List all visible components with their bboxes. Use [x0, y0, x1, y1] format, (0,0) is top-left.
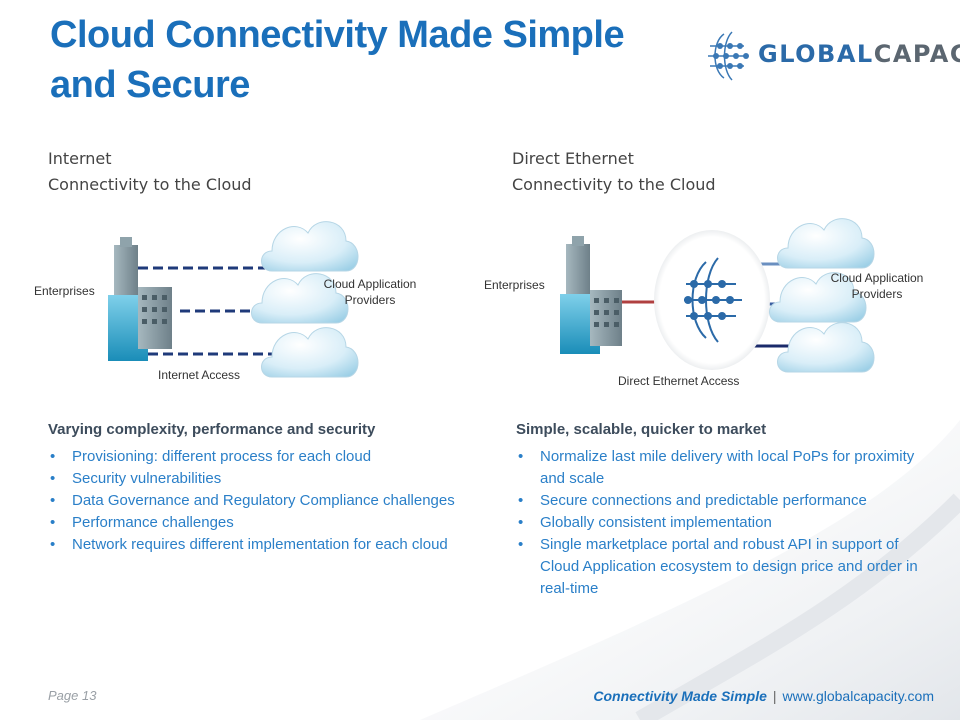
footer-tagline-text: Connectivity Made Simple	[593, 688, 767, 704]
cloud-icon	[769, 272, 867, 323]
company-logo: GLOBALCAPACITY	[704, 28, 960, 84]
list-item: Globally consistent implementation	[516, 512, 936, 534]
cloud-icon	[777, 218, 875, 269]
list-item: Provisioning: different process for each…	[48, 446, 464, 468]
list-item: Normalize last mile delivery with local …	[516, 446, 936, 490]
globe-network-icon	[708, 31, 749, 81]
page-number: Page 13	[48, 688, 97, 703]
right-access-label: Direct Ethernet Access	[618, 374, 740, 388]
list-item: Single marketplace portal and robust API…	[516, 534, 936, 600]
logo-wordmark: GLOBALCAPACITY	[758, 40, 960, 68]
left-heading-line2: Connectivity to the Cloud	[48, 175, 252, 194]
list-item: Security vulnerabilities	[48, 468, 464, 490]
left-heading: Internet Connectivity to the Cloud	[48, 146, 252, 198]
left-bullet-list: Provisioning: different process for each…	[48, 446, 464, 556]
left-providers-label: Cloud Application Providers	[323, 277, 417, 307]
cloud-icon	[777, 322, 875, 373]
cloud-icon	[261, 327, 359, 378]
right-enterprises-label: Enterprises	[484, 278, 545, 292]
left-enterprises-label: Enterprises	[34, 284, 95, 298]
internet-connectivity-diagram	[108, 221, 359, 378]
left-access-label: Internet Access	[158, 368, 241, 382]
list-item: Secure connections and predictable perfo…	[516, 490, 936, 512]
page-title: Cloud Connectivity Made Simple and Secur…	[50, 14, 625, 106]
list-item: Data Governance and Regulatory Complianc…	[48, 490, 464, 512]
globalcapacity-hub-icon	[654, 230, 770, 370]
list-item: Network requires different implementatio…	[48, 534, 464, 556]
footer-tagline: Connectivity Made Simple | www.globalcapac…	[593, 688, 934, 704]
right-bullet-list: Normalize last mile delivery with local …	[516, 446, 936, 600]
left-heading-line1: Internet	[48, 149, 112, 168]
right-providers-label: Cloud Application Providers	[830, 271, 924, 301]
cloud-icon	[261, 221, 359, 272]
direct-ethernet-diagram	[560, 218, 875, 373]
right-heading: Direct Ethernet Connectivity to the Clou…	[512, 146, 716, 198]
right-heading-line1: Direct Ethernet	[512, 149, 634, 168]
list-item: Performance challenges	[48, 512, 464, 534]
footer-url-link[interactable]: www.globalcapacity.com	[782, 688, 934, 704]
enterprise-buildings-icon	[108, 237, 172, 361]
right-section-title: Simple, scalable, quicker to market	[516, 421, 767, 438]
right-heading-line2: Connectivity to the Cloud	[512, 175, 716, 194]
footer-separator: |	[772, 688, 777, 704]
left-section-title: Varying complexity, performance and secu…	[48, 421, 376, 438]
cloud-icon	[251, 273, 349, 324]
enterprise-buildings-icon	[560, 236, 622, 354]
